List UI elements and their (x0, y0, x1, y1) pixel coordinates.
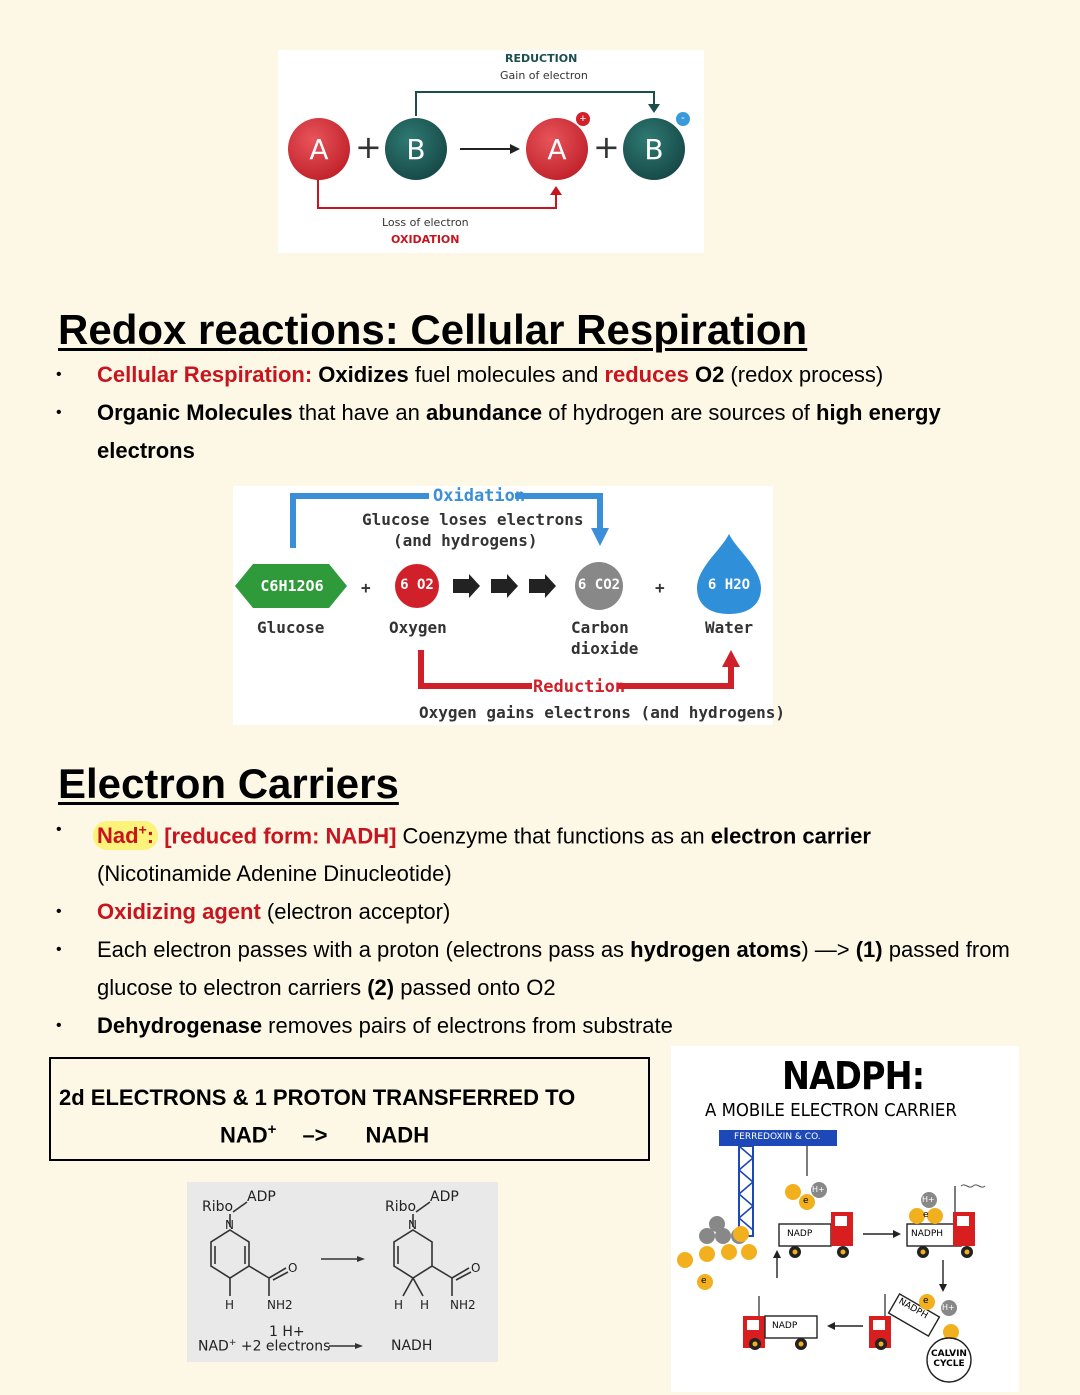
nadph-diagram: NADPH: A MOBILE ELECTRON CARRIER (671, 1046, 1019, 1392)
electron-label: e (803, 1196, 809, 1206)
h-plus-label: 1 H+ (269, 1324, 305, 1340)
dioxide-label: dioxide (571, 639, 639, 658)
positive-charge-icon: + (576, 112, 590, 126)
h-plus-label: H+ (942, 1303, 955, 1312)
adp-label: ADP (247, 1189, 276, 1205)
electron-label: e (701, 1276, 707, 1286)
redox-diagram: REDUCTION Gain of electron A + B A + + B… (278, 50, 704, 253)
plus-sign: + (355, 128, 382, 166)
negative-charge-icon: - (676, 112, 690, 126)
n-label: N (408, 1218, 417, 1232)
molecule-b-right: B (623, 118, 685, 180)
oxygen-gains-text: Oxygen gains electrons (and hydrogens) (419, 703, 786, 722)
nh2-label: NH2 (450, 1298, 476, 1312)
reduction-subtitle: Gain of electron (500, 69, 588, 82)
co2-formula: 6 CO2 (577, 577, 621, 593)
oxidation-title: OXIDATION (391, 233, 460, 246)
plus-sign: + (361, 578, 371, 597)
bullet-cellular-respiration: Cellular Respiration: Oxidizes fuel mole… (56, 356, 1027, 394)
oxygen-formula: 6 O2 (400, 577, 434, 593)
respiration-arrows (235, 493, 761, 689)
bullet-dehydrogenase: Dehydrogenase removes pairs of electrons… (56, 1007, 1027, 1045)
reduction-title: REDUCTION (505, 52, 578, 65)
water-label: Water (705, 618, 754, 637)
adp-label: ADP (430, 1189, 459, 1205)
h-label: H (394, 1298, 404, 1312)
electron-label: e (923, 1210, 929, 1220)
plus-sign: + (593, 128, 620, 166)
water-formula: 6 H2O (707, 577, 751, 593)
glucose-formula: C6H12O6 (260, 577, 324, 595)
nadph-subtitle: A MOBILE ELECTRON CARRIER (705, 1100, 957, 1121)
electron-carrier-bullets: Nad+: [reduced form: NADH] Coenzyme that… (56, 811, 1027, 1045)
nadph-label-top: NADPH (911, 1229, 944, 1239)
h-label: H (225, 1298, 235, 1312)
electron-label: e (923, 1296, 929, 1306)
plus-sign: + (655, 578, 665, 597)
nadph-cartoon (677, 1130, 986, 1383)
and-hydrogens-text: (and hydrogens) (393, 531, 538, 550)
bullet-oxidizing-agent: Oxidizing agent (electron acceptor) (56, 893, 1027, 931)
transfer-line: 2d ELECTRONS & 1 PROTON TRANSFERRED TO (59, 1085, 576, 1110)
o-label: O (471, 1261, 481, 1275)
nad-structure-diagram: Ribo ADP N O H NH2 1 H+ NAD+ +2 electron… (187, 1182, 498, 1362)
bullet-nad: Nad+: [reduced form: NADH] Coenzyme that… (56, 811, 1027, 893)
redox-bullets: Cellular Respiration: Oxidizes fuel mole… (56, 356, 1027, 470)
respiration-diagram: Oxidation Glucose loses electrons (and h… (233, 486, 785, 725)
transfer-box: 2d ELECTRONS & 1 PROTON TRANSFERRED TO N… (49, 1057, 650, 1161)
bullet-electron-passes: Each electron passes with a proton (elec… (56, 931, 1027, 1007)
glucose-loses-text: Glucose loses electrons (362, 510, 584, 529)
bullet-organic-molecules: Organic Molecules that have an abundance… (56, 394, 1027, 470)
molecule-a-right: A (526, 118, 588, 180)
h-label: H (420, 1298, 430, 1312)
nadp-label-bottom: NADP (772, 1321, 798, 1331)
oxidation-subtitle: Loss of electron (382, 216, 469, 229)
oxidation-label: Oxidation (433, 486, 526, 506)
molecule-b-left: B (385, 118, 447, 180)
nad-to-nadh-line: NAD+–>NADH (220, 1121, 430, 1148)
oxygen-label: Oxygen (389, 618, 447, 637)
nad-plus-electrons-label: NAD+ +2 electrons (198, 1338, 331, 1355)
carbon-label: Carbon (571, 618, 629, 637)
reduction-label: Reduction (533, 677, 626, 697)
glucose-label: Glucose (257, 618, 325, 637)
ribo-label: Ribo (202, 1199, 234, 1215)
n-label: N (225, 1218, 234, 1232)
o-label: O (288, 1261, 298, 1275)
section-title-electron-carriers: Electron Carriers (58, 760, 399, 807)
ribo-label: Ribo (385, 1199, 417, 1215)
nadp-label-top: NADP (787, 1229, 813, 1239)
redox-arrows (317, 91, 660, 209)
molecule-a-left: A (288, 118, 350, 180)
nad-structure-drawing (210, 1201, 472, 1349)
nadph-title: NADPH: (782, 1054, 925, 1098)
nh2-label: NH2 (267, 1298, 293, 1312)
ferredoxin-label: FERREDOXIN & CO. (734, 1132, 821, 1142)
h-plus-label: H+ (922, 1195, 935, 1204)
h-plus-label: H+ (812, 1185, 825, 1194)
nadh-label: NADH (391, 1338, 433, 1354)
section-title-redox: Redox reactions: Cellular Respiration (58, 306, 808, 353)
